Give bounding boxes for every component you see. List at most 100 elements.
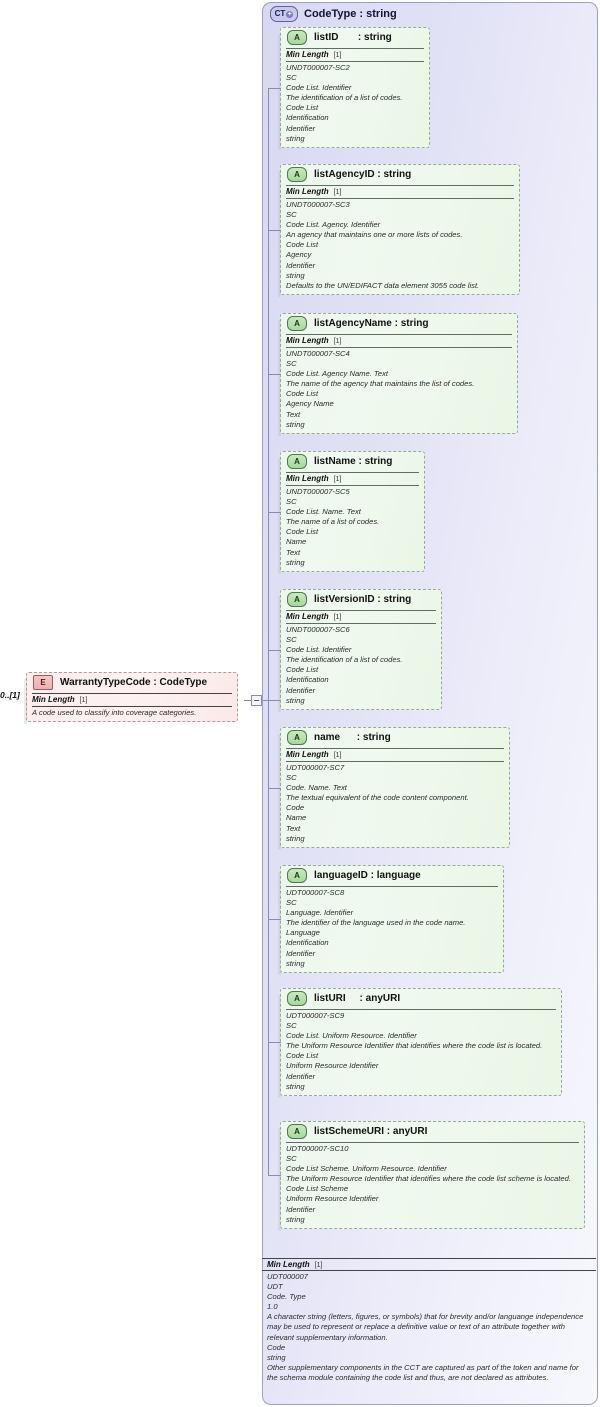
expand-plus-icon[interactable]: +	[286, 10, 294, 18]
attribute-doc-line: The Uniform Resource Identifier that ide…	[286, 1174, 571, 1184]
attribute-doc-line: SC	[286, 635, 297, 645]
attribute-icon: A	[287, 868, 307, 883]
attribute-doc-line: string	[286, 833, 305, 843]
attribute-doc-line: string	[286, 557, 305, 567]
codetype-title: CodeType : string	[304, 8, 397, 20]
attribute-facet-label: Min Length	[286, 612, 329, 621]
footer-doc-line: UDT	[267, 1282, 283, 1292]
attribute-doc-line: The identification of a list of codes.	[286, 93, 403, 103]
attribute-name: listVersionID : string	[314, 594, 412, 605]
attribute-doc-line: Code List. Identifier	[286, 83, 352, 93]
attribute-doc-line: UNDT000007-SC6	[286, 625, 350, 634]
attribute-facet-row: Min Length[1]	[281, 473, 424, 484]
attribute-name: listSchemeURI : anyURI	[314, 1126, 428, 1137]
connector-to-container	[262, 700, 296, 701]
element-facet-cardinality: [1]	[79, 697, 88, 704]
attribute-doc-line: UDT000007-SC8	[286, 888, 345, 897]
attribute-name: listAgencyID : string	[314, 169, 412, 180]
attribute-doc-line: UNDT000007-SC2	[286, 63, 350, 72]
attribute-divider-top	[286, 886, 498, 887]
attribute-doc-line: string	[286, 958, 305, 968]
attribute-doc-line: SC	[286, 1021, 297, 1031]
attribute-icon: A	[287, 730, 307, 745]
attribute-divider-bottom	[286, 761, 504, 762]
attribute-shadow	[278, 1128, 281, 1231]
attribute-name: listURI : anyURI	[314, 993, 401, 1004]
attribute-facet-row: Min Length[1]	[281, 749, 509, 760]
attribute-facet-row: Min Length[1]	[281, 335, 517, 346]
complex-type-icon[interactable]: CT+	[270, 6, 298, 22]
element-documentation: A code used to classify into coverage ca…	[27, 707, 237, 721]
attribute-doc-line: Code List. Name. Text	[286, 507, 361, 517]
attribute-facet-label: Min Length	[286, 187, 329, 196]
attribute-connector-stub	[268, 512, 281, 513]
attribute-shadow	[278, 458, 281, 574]
attribute-doc-line: Agency	[286, 250, 312, 260]
attribute-doc-line: Code List. Agency. Identifier	[286, 220, 381, 230]
attribute-doc-line: SC	[286, 1154, 297, 1164]
attribute-divider-bottom	[286, 623, 436, 624]
attribute-icon: A	[287, 592, 307, 607]
attribute-shadow	[278, 320, 281, 436]
footer-divider-bottom	[262, 1270, 596, 1271]
footer-doc-line: Code	[267, 1342, 286, 1352]
footer-divider-top	[262, 1258, 596, 1259]
attribute-facet-label: Min Length	[286, 336, 329, 345]
element-divider-top	[32, 693, 232, 694]
attribute-divider-bottom	[286, 61, 424, 62]
attribute-icon: A	[287, 30, 307, 45]
attribute-doc-line: string	[286, 1081, 305, 1091]
collapse-toggle-icon[interactable]	[251, 695, 262, 706]
attribute-doc-line: An agency that maintains one or more lis…	[286, 230, 463, 240]
attribute-doc-line: Code. Name. Text	[286, 783, 347, 793]
attribute-divider-top	[286, 748, 504, 749]
attribute-doc-line: Code List	[286, 240, 319, 250]
attribute-doc-line: Identifier	[286, 260, 316, 270]
element-warrantytypecode[interactable]: E WarrantyTypeCode : CodeType Min Length…	[24, 672, 238, 725]
attribute-facet-cardinality: [1]	[333, 752, 342, 759]
attribute-doc-line: The name of a list of codes.	[286, 517, 380, 527]
attribute-doc-line: SC	[286, 73, 297, 83]
attribute-icon: A	[287, 454, 307, 469]
attribute-divider-top	[286, 610, 436, 611]
attribute-doc-line: SC	[286, 359, 297, 369]
attribute-divider-top	[286, 1142, 579, 1143]
attribute-doc-line: Name	[286, 813, 307, 823]
element-facet-row: Min Length [1]	[27, 694, 237, 705]
attribute-doc-line: Language	[286, 928, 320, 938]
attribute-doc-line: SC	[286, 898, 297, 908]
attribute-doc-line: string	[286, 695, 305, 705]
footer-doc-line: UDT000007	[267, 1272, 308, 1281]
attribute-connector-stub	[268, 1175, 281, 1176]
attribute-shadow	[278, 596, 281, 712]
attribute-doc-line: Identifier	[286, 1204, 316, 1214]
attribute-shadow	[278, 734, 281, 850]
attribute-doc-line: UDT000007-SC10	[286, 1144, 349, 1153]
attribute-doc-line: Code List	[286, 527, 319, 537]
attribute-doc-line: Code List. Agency Name. Text	[286, 369, 389, 379]
attribute-doc-line: Identification	[286, 675, 329, 685]
footer-doc-line: string	[267, 1352, 286, 1362]
element-name: WarrantyTypeCode : CodeType	[60, 677, 208, 688]
attribute-doc-line: UDT000007-SC7	[286, 763, 345, 772]
attribute-doc-line: string	[286, 133, 305, 143]
attribute-doc-line: Identification	[286, 938, 329, 948]
